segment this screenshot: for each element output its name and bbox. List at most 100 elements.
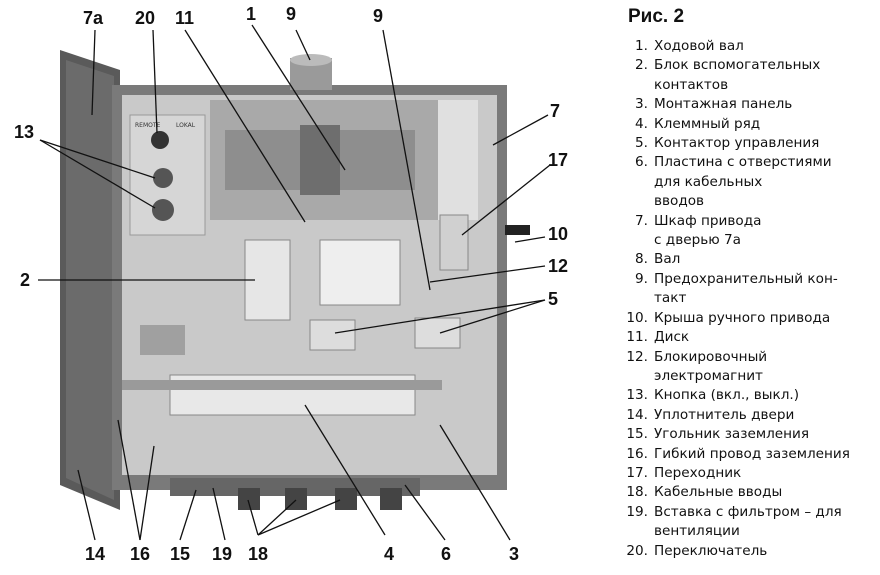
callout-3: 3 (509, 544, 519, 564)
legend-panel: Рис. 2 1. Ходовой вал 2. Блок вспомогательн… (600, 6, 875, 561)
legend-item: 15. Угольник заземления (600, 425, 875, 444)
legend-item-number: 14. (626, 406, 648, 423)
control-contactor-left (309, 319, 356, 351)
legend-item-text: Вал (654, 251, 681, 268)
legend-item: 14. Уплотнитель двери (600, 406, 875, 425)
callout-11: 11 (175, 8, 194, 28)
callout-9-right: 9 (373, 6, 383, 26)
legend-item-text: Пластина с отверстиями для кабельных вво… (654, 154, 832, 210)
legend-item: 12.Блокировочный электромагнит (600, 348, 875, 387)
legend-item-text: Контактор управления (654, 135, 820, 152)
legend-item-number: 5. (635, 135, 648, 152)
legend-item-number: 8. (635, 251, 648, 268)
legend-item-text: Блокировочный электромагнит (654, 348, 768, 384)
callout-7: 7 (550, 101, 560, 121)
legend-item-number: 7. (635, 212, 648, 229)
legend-item-number: 9. (635, 270, 648, 287)
legend-item: 4. Клеммный ряд (600, 115, 875, 134)
legend-item: 3. Монтажная панель (600, 95, 875, 114)
switch-sign-right: LOKAL (176, 122, 196, 129)
callout-18: 18 (248, 544, 268, 564)
legend-item-text: Шкаф привода с дверью 7а (654, 212, 762, 249)
legend-item-text: Монтажная панель (654, 96, 793, 113)
legend-item-text: Кабельные вводы (654, 484, 783, 501)
legend-item-number: 15. (626, 426, 648, 443)
cable-gland-1 (238, 488, 260, 510)
callout-4: 4 (384, 544, 394, 564)
legend-item: 19. Вставка с фильтром – для вентиляции (600, 503, 875, 542)
legend-item-text: Ходовой вал (654, 38, 744, 54)
selector-switch (151, 131, 169, 149)
push-button-off (152, 199, 174, 221)
callout-5: 5 (548, 289, 558, 309)
legend-item-number: 13. (626, 387, 648, 404)
switch-sign-left: REMOTE (135, 122, 161, 129)
callout-10: 10 (548, 224, 568, 244)
legend-item: 10. Крыша ручного привода (600, 309, 875, 328)
legend-item-text: Гибкий провод заземления (654, 445, 850, 462)
legend-item-number: 6. (635, 154, 648, 171)
legend-item-text: Клеммный ряд (654, 115, 761, 132)
legend-item-number: 17. (626, 464, 648, 481)
callout-15: 15 (170, 544, 190, 564)
control-contactor-right (414, 317, 461, 349)
manual-handle (505, 225, 530, 235)
callout-19: 19 (212, 544, 232, 564)
legend-item-text: Крыша ручного привода (654, 309, 831, 326)
callout-17: 17 (548, 150, 568, 170)
cable-gland-4 (380, 488, 402, 510)
legend-item-number: 2. (635, 57, 648, 74)
legend-item: 1. Ходовой вал (600, 37, 875, 56)
legend-item-number: 1. (635, 38, 648, 54)
legend-item: 7. Шкаф привода с дверью 7а (600, 212, 875, 251)
legend-item: 18. Кабельные вводы (600, 483, 875, 502)
legend-item-number: 20. (626, 542, 648, 559)
legend-item: 16. Гибкий провод заземления (600, 445, 875, 464)
callout-16: 16 (130, 544, 150, 564)
legend-item-number: 4. (635, 115, 648, 132)
leader-lines (38, 24, 551, 541)
callout-labels: 7а 20 11 1 9 9 13 7 17 10 12 2 5 14 16 1… (14, 4, 568, 564)
legend-item-number: 3. (635, 96, 648, 113)
legend-item-text: Кнопка (вкл., выкл.) (654, 387, 800, 404)
legend-item-number: 10. (626, 309, 648, 326)
legend-item-text: Уплотнитель двери (654, 406, 795, 423)
legend-item: 2. Блок вспомогательных контактов (600, 56, 875, 95)
legend-item: 20. Переключатель (600, 542, 875, 561)
callout-20: 20 (135, 8, 155, 28)
push-button-on (153, 168, 173, 188)
adapter-17 (439, 214, 469, 271)
legend-item: 8. Вал (600, 250, 875, 269)
legend-list: 1. Ходовой вал 2. Блок вспомогательных конт… (600, 37, 875, 561)
legend-item-number: 19. (626, 503, 648, 520)
legend-item-text: Предохранительный кон- такт (654, 270, 838, 307)
cable-gland-3 (335, 488, 357, 510)
legend-item-text: Диск (654, 329, 690, 346)
legend-item: 6. Пластина с отверстиями для кабельных в… (600, 153, 875, 211)
legend-item: 13. Кнопка (вкл., выкл.) (600, 386, 875, 405)
callout-12: 12 (548, 256, 568, 276)
callout-1: 1 (246, 4, 256, 24)
legend-item-number: 11. (626, 329, 648, 346)
equipment-photo: REMOTE LOKAL (14, 4, 568, 564)
legend-item-text: Угольник заземления (654, 426, 810, 443)
legend-item-text: Блок вспомогательных контактов (654, 57, 821, 93)
main-contactor (319, 239, 401, 306)
callout-2: 2 (20, 270, 30, 290)
figure-title: Рис. 2 (628, 6, 685, 27)
legend-item-text: Переключатель (654, 542, 768, 559)
callout-14: 14 (85, 544, 105, 564)
legend-item: 9. Предохранительный кон- такт (600, 270, 875, 309)
legend-item-number: 16. (626, 445, 648, 462)
mounting-rail (438, 100, 478, 220)
legend-item: 5. Контактор управления (600, 134, 875, 153)
legend-item-text: Переходник (654, 464, 742, 481)
callout-7a: 7а (83, 8, 104, 28)
callout-13: 13 (14, 122, 34, 142)
legend-item: 17. Переходник (600, 464, 875, 483)
callout-6: 6 (441, 544, 451, 564)
callout-9-top: 9 (286, 4, 296, 24)
legend-item-number: 18. (626, 484, 648, 501)
legend-item-text: Вставка с фильтром – для вентиляции (654, 503, 842, 540)
legend-item: 11. Диск (600, 328, 875, 347)
